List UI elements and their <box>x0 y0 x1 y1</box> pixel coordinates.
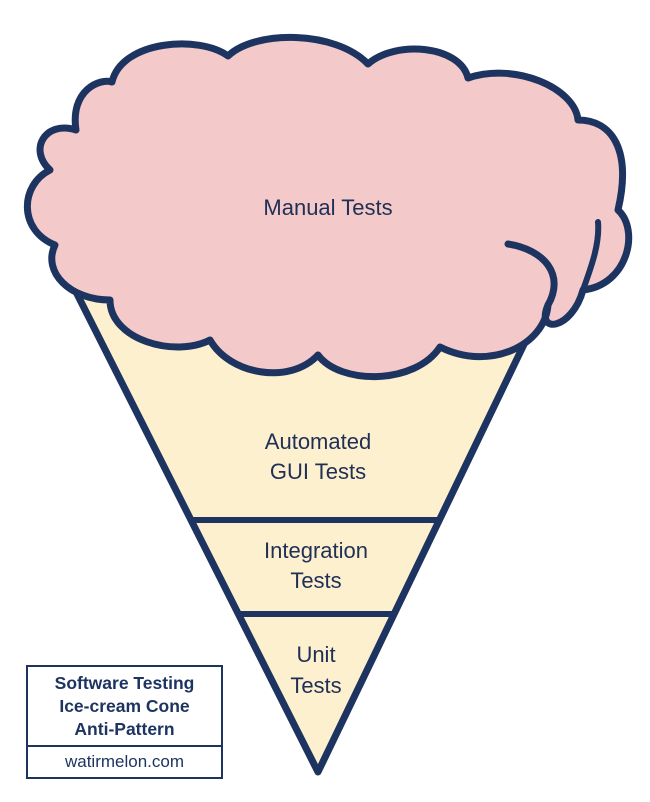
gui-tests-label-line2: GUI Tests <box>270 459 366 484</box>
legend-title: Software Testing Ice-cream Cone Anti-Pat… <box>28 667 221 747</box>
ice-cream-scoop <box>23 33 633 381</box>
manual-tests-label: Manual Tests <box>263 195 392 220</box>
gui-tests-label-line1: Automated <box>265 429 371 454</box>
legend-site: watirmelon.com <box>64 752 185 771</box>
unit-tests-label-line1: Unit <box>296 642 335 667</box>
integration-tests-label-line1: Integration <box>264 538 368 563</box>
unit-tests-label-line2: Tests <box>290 673 341 698</box>
scoop-curl <box>504 240 558 309</box>
legend-title-line1: Software Testing <box>54 672 195 693</box>
legend-box: Software Testing Ice-cream Cone Anti-Pat… <box>26 665 223 779</box>
integration-tests-label-line2: Tests <box>290 568 341 593</box>
legend-title-line2: Ice-cream Cone <box>59 695 190 716</box>
scoop-curl-2 <box>580 219 602 293</box>
legend-title-line3: Anti-Pattern <box>74 718 175 739</box>
